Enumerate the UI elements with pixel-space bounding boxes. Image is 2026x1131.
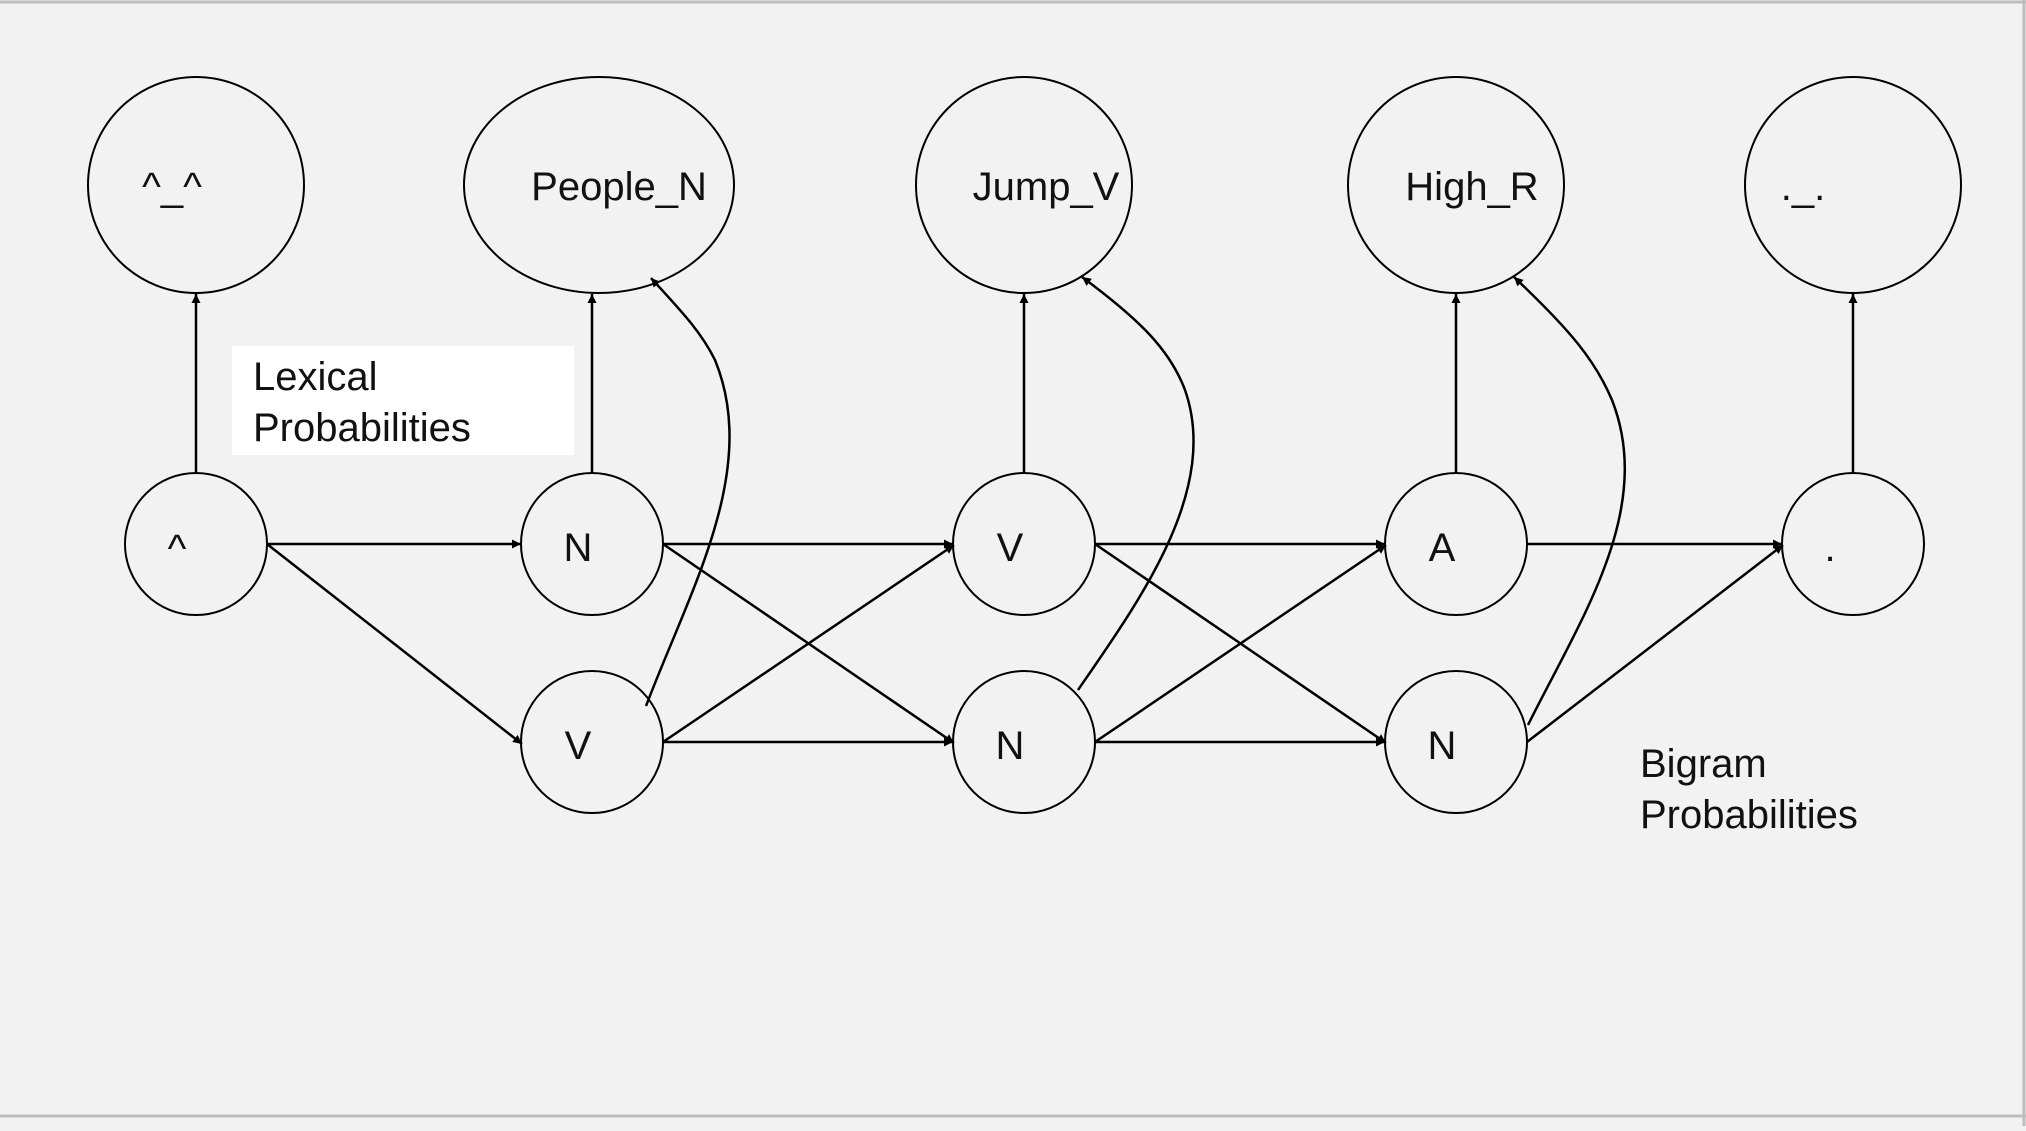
state-label-start: ^ [168, 527, 187, 571]
state-label-v1: V [565, 724, 592, 768]
state-node [1781, 472, 1925, 616]
observation-node [1347, 76, 1565, 294]
state-node [520, 670, 664, 814]
observation-label-jump: Jump_V [973, 165, 1120, 209]
state-nodes [124, 472, 1925, 814]
state-label-n3: N [1428, 724, 1457, 768]
state-node [1384, 472, 1528, 616]
state-node [952, 472, 1096, 616]
observation-node [1744, 76, 1962, 294]
transition-edge [266, 543, 523, 745]
state-node [124, 472, 268, 616]
observation-label-end: ._. [1781, 165, 1825, 209]
state-label-end: . [1824, 526, 1835, 570]
lexical-label-line-2: Probabilities [253, 406, 471, 450]
observation-label-high: High_R [1405, 165, 1538, 209]
state-node [1384, 670, 1528, 814]
observation-node [915, 76, 1133, 294]
transition-edge [1094, 543, 1387, 744]
emission-edge-curved [1076, 275, 1195, 691]
observation-node [87, 76, 305, 294]
transition-edge [1526, 544, 1784, 743]
observation-label-people: People_N [531, 165, 707, 209]
state-label-n1: N [564, 526, 593, 570]
lexical-label-box [232, 346, 574, 455]
state-label-a3: A [1429, 526, 1456, 570]
observation-label-start: ^_^ [142, 165, 202, 209]
bigram-label-line-1: Bigram [1640, 742, 1767, 786]
observation-node [463, 76, 735, 294]
lexical-label-line-1: Lexical [253, 355, 378, 399]
state-node [952, 670, 1096, 814]
state-label-v2: V [997, 526, 1024, 570]
observation-row [87, 76, 1962, 294]
emission-edge-curved [1513, 276, 1627, 726]
transition-edge [662, 543, 955, 744]
bigram-label-line-2: Probabilities [1640, 793, 1858, 837]
state-node [520, 472, 664, 616]
emission-edge-curved [644, 277, 731, 707]
state-label-n2: N [996, 724, 1025, 768]
